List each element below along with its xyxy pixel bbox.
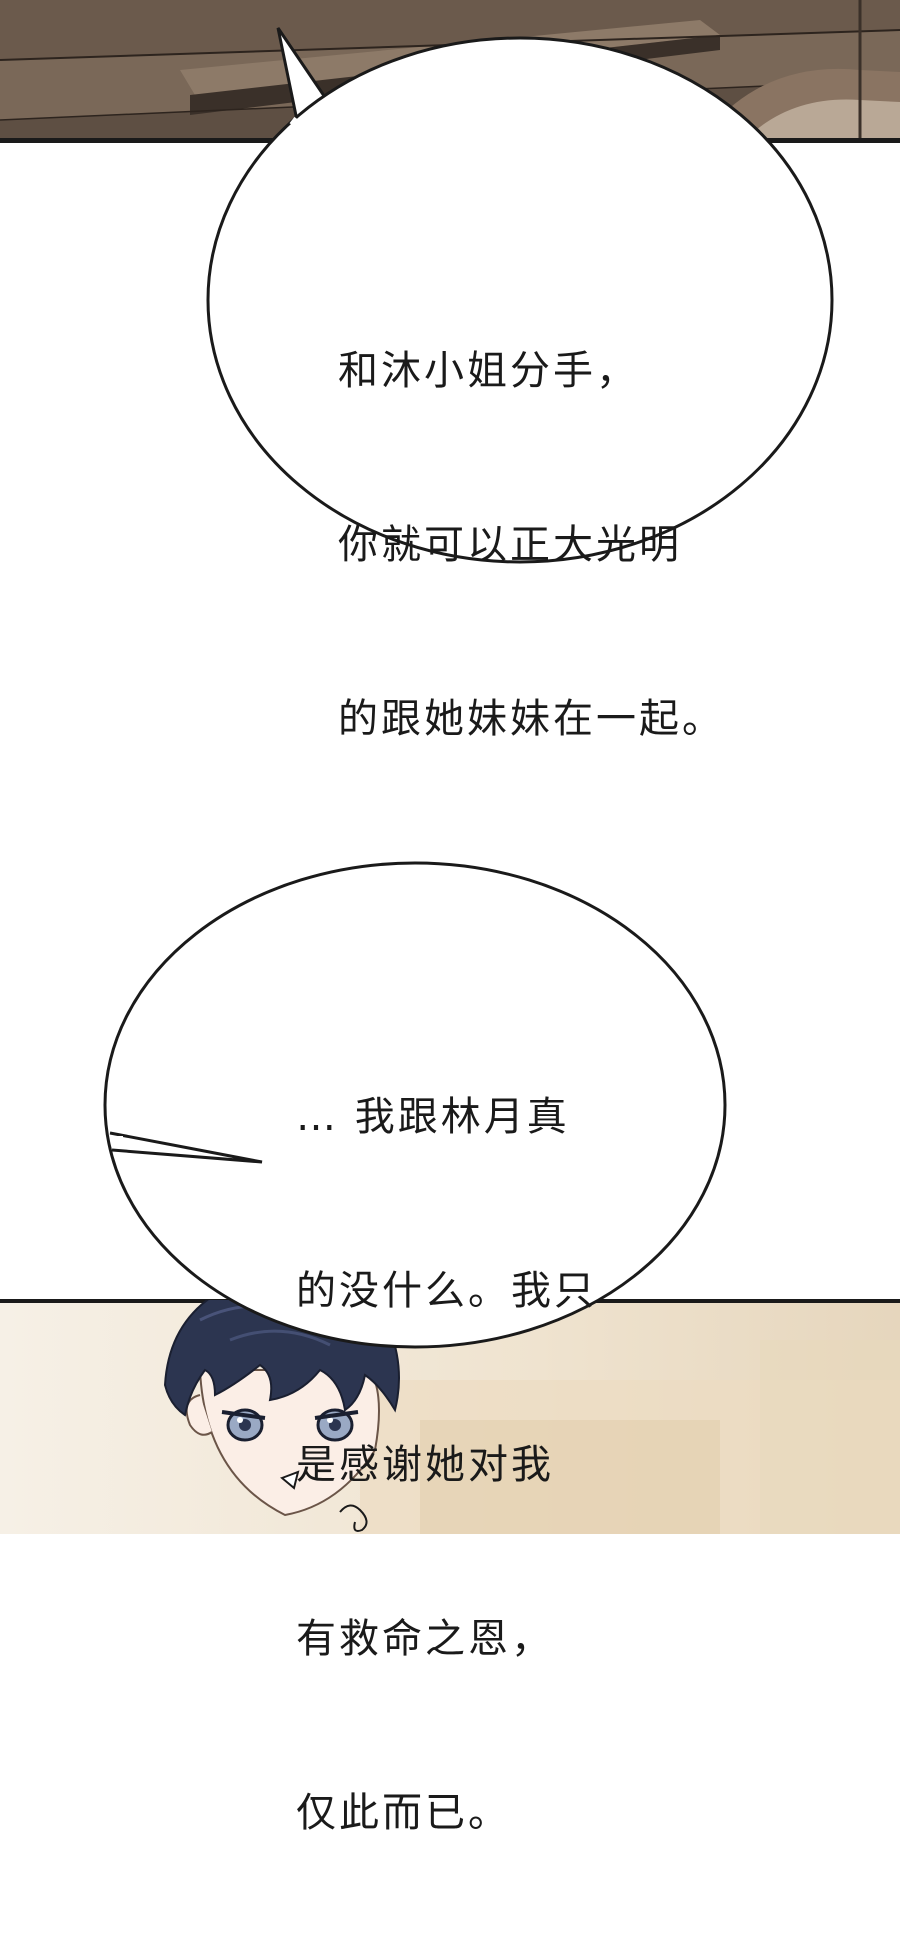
panel-border-top xyxy=(0,138,900,143)
ceiling-panel xyxy=(0,0,900,140)
speech-bubble-2-text: … 我跟林月真 的没什么。我只 是感谢她对我 有救命之恩， 仅此而已。 xyxy=(296,972,597,1958)
ceiling-illustration xyxy=(0,0,900,140)
speech-line: 和沐小姐分手， xyxy=(338,348,639,394)
speech-line: 的跟她妹妹在一起。 xyxy=(338,696,725,742)
speech-line: 有救命之恩， xyxy=(296,1616,554,1662)
comic-page: 和沐小姐分手， 你就可以正大光明 的跟她妹妹在一起。 … 我跟林月真 的没什么。… xyxy=(0,0,900,1836)
speech-line: 是感谢她对我 xyxy=(296,1442,554,1488)
speech-bubble-1-text: 和沐小姐分手， 你就可以正大光明 的跟她妹妹在一起。 xyxy=(338,226,725,864)
speech-line: … 我跟林月真 xyxy=(296,1094,570,1140)
speech-line: 的没什么。我只 xyxy=(296,1268,597,1314)
speech-line: 仅此而已。 xyxy=(296,1790,511,1836)
speech-line: 你就可以正大光明 xyxy=(338,522,682,568)
